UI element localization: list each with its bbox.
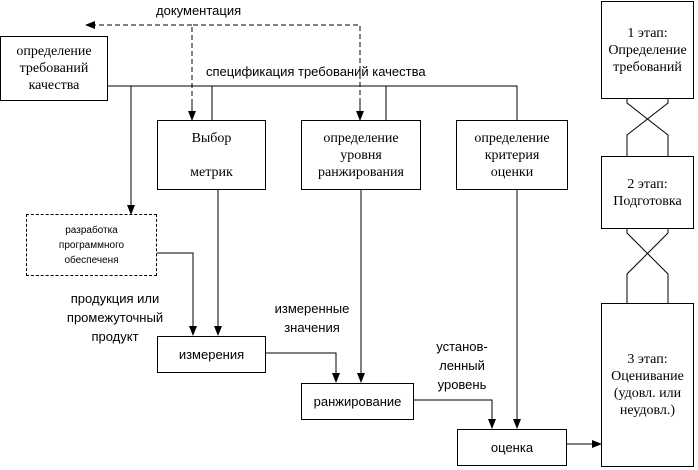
label-documentation: документация: [156, 3, 242, 18]
label-quality-spec: спецификация требований качества: [206, 64, 426, 79]
box-metric-selection: Выбор метрик: [157, 120, 266, 190]
label-product: продукция или промежуточный продукт: [66, 291, 164, 344]
box-criterion-definition: определение критерия оценки: [456, 120, 568, 190]
label-set-level: установ- ленный уровень: [436, 339, 488, 392]
measured-values-arrow: [266, 352, 340, 383]
box-ranking-level-definition: определение уровня ранжирования: [301, 120, 421, 190]
stage-2-box: 2 этап: Подготовка: [601, 156, 694, 229]
product-arrow: [157, 252, 197, 336]
stage-1-box: 1 этап: Определение требований: [601, 1, 694, 99]
box-requirements-definition: определение требований качества: [0, 36, 108, 101]
level-arrow: [414, 399, 496, 429]
label-measured-values: измеренные значения: [274, 301, 350, 335]
specification-line: [108, 85, 518, 120]
box-evaluation: оценка: [457, 429, 567, 466]
box-measurement: измерения: [157, 336, 266, 373]
documentation-line: [191, 24, 361, 120]
stage-connector-2-3: [626, 229, 669, 303]
stage-3-box: 3 этап: Оценивание (удовл. или неудовл.): [601, 303, 694, 467]
box-software-development: разработка программного обеспеченя: [26, 214, 157, 276]
box-ranking: ранжирование: [301, 383, 414, 420]
